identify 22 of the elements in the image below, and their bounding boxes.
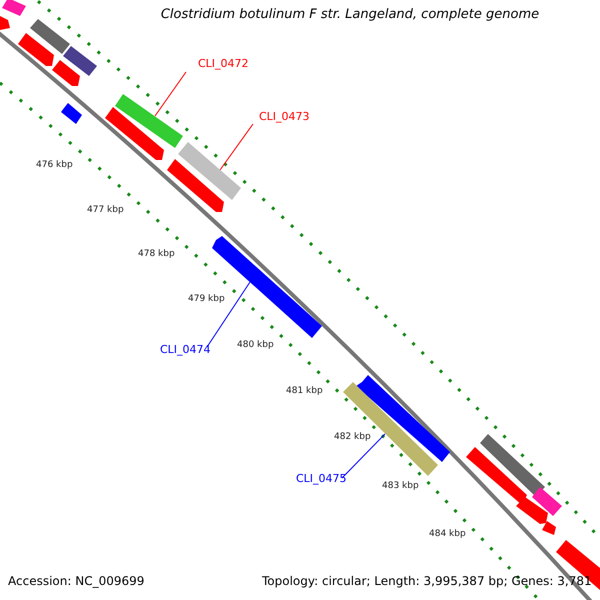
scale-label: 477 kbp xyxy=(87,205,124,216)
leader-line xyxy=(342,434,386,478)
scale-label: 484 kbp xyxy=(429,529,466,540)
footer-text: Accession: NC_009699 xyxy=(8,575,144,589)
leader-line xyxy=(206,282,250,348)
scale-label: 483 kbp xyxy=(382,481,419,492)
scale-label: 476 kbp xyxy=(36,160,73,170)
scale-label: 479 kbp xyxy=(188,294,225,304)
title: Clostridium botulinum F str. Langeland, complete genome xyxy=(160,8,540,23)
scale-label: 478 kbp xyxy=(138,249,175,260)
leader-line xyxy=(220,124,254,170)
scale-label: 482 kbp xyxy=(334,432,371,442)
footer-text: Topology: circular; Length: 3,995,387 bp; Genes: 3,781 xyxy=(262,575,592,589)
gene-bar xyxy=(178,142,241,200)
scale-label: 480 kbp xyxy=(237,340,274,350)
scale-label: 481 kbp xyxy=(286,386,323,396)
gene-label: CLI_0474 xyxy=(160,344,211,357)
leader-line xyxy=(154,72,186,116)
gene-label: CLI_0473 xyxy=(259,111,310,124)
gene-label: CLI_0475 xyxy=(296,473,347,486)
gene-bar xyxy=(115,94,183,148)
gene-label: CLI_0472 xyxy=(198,58,249,71)
